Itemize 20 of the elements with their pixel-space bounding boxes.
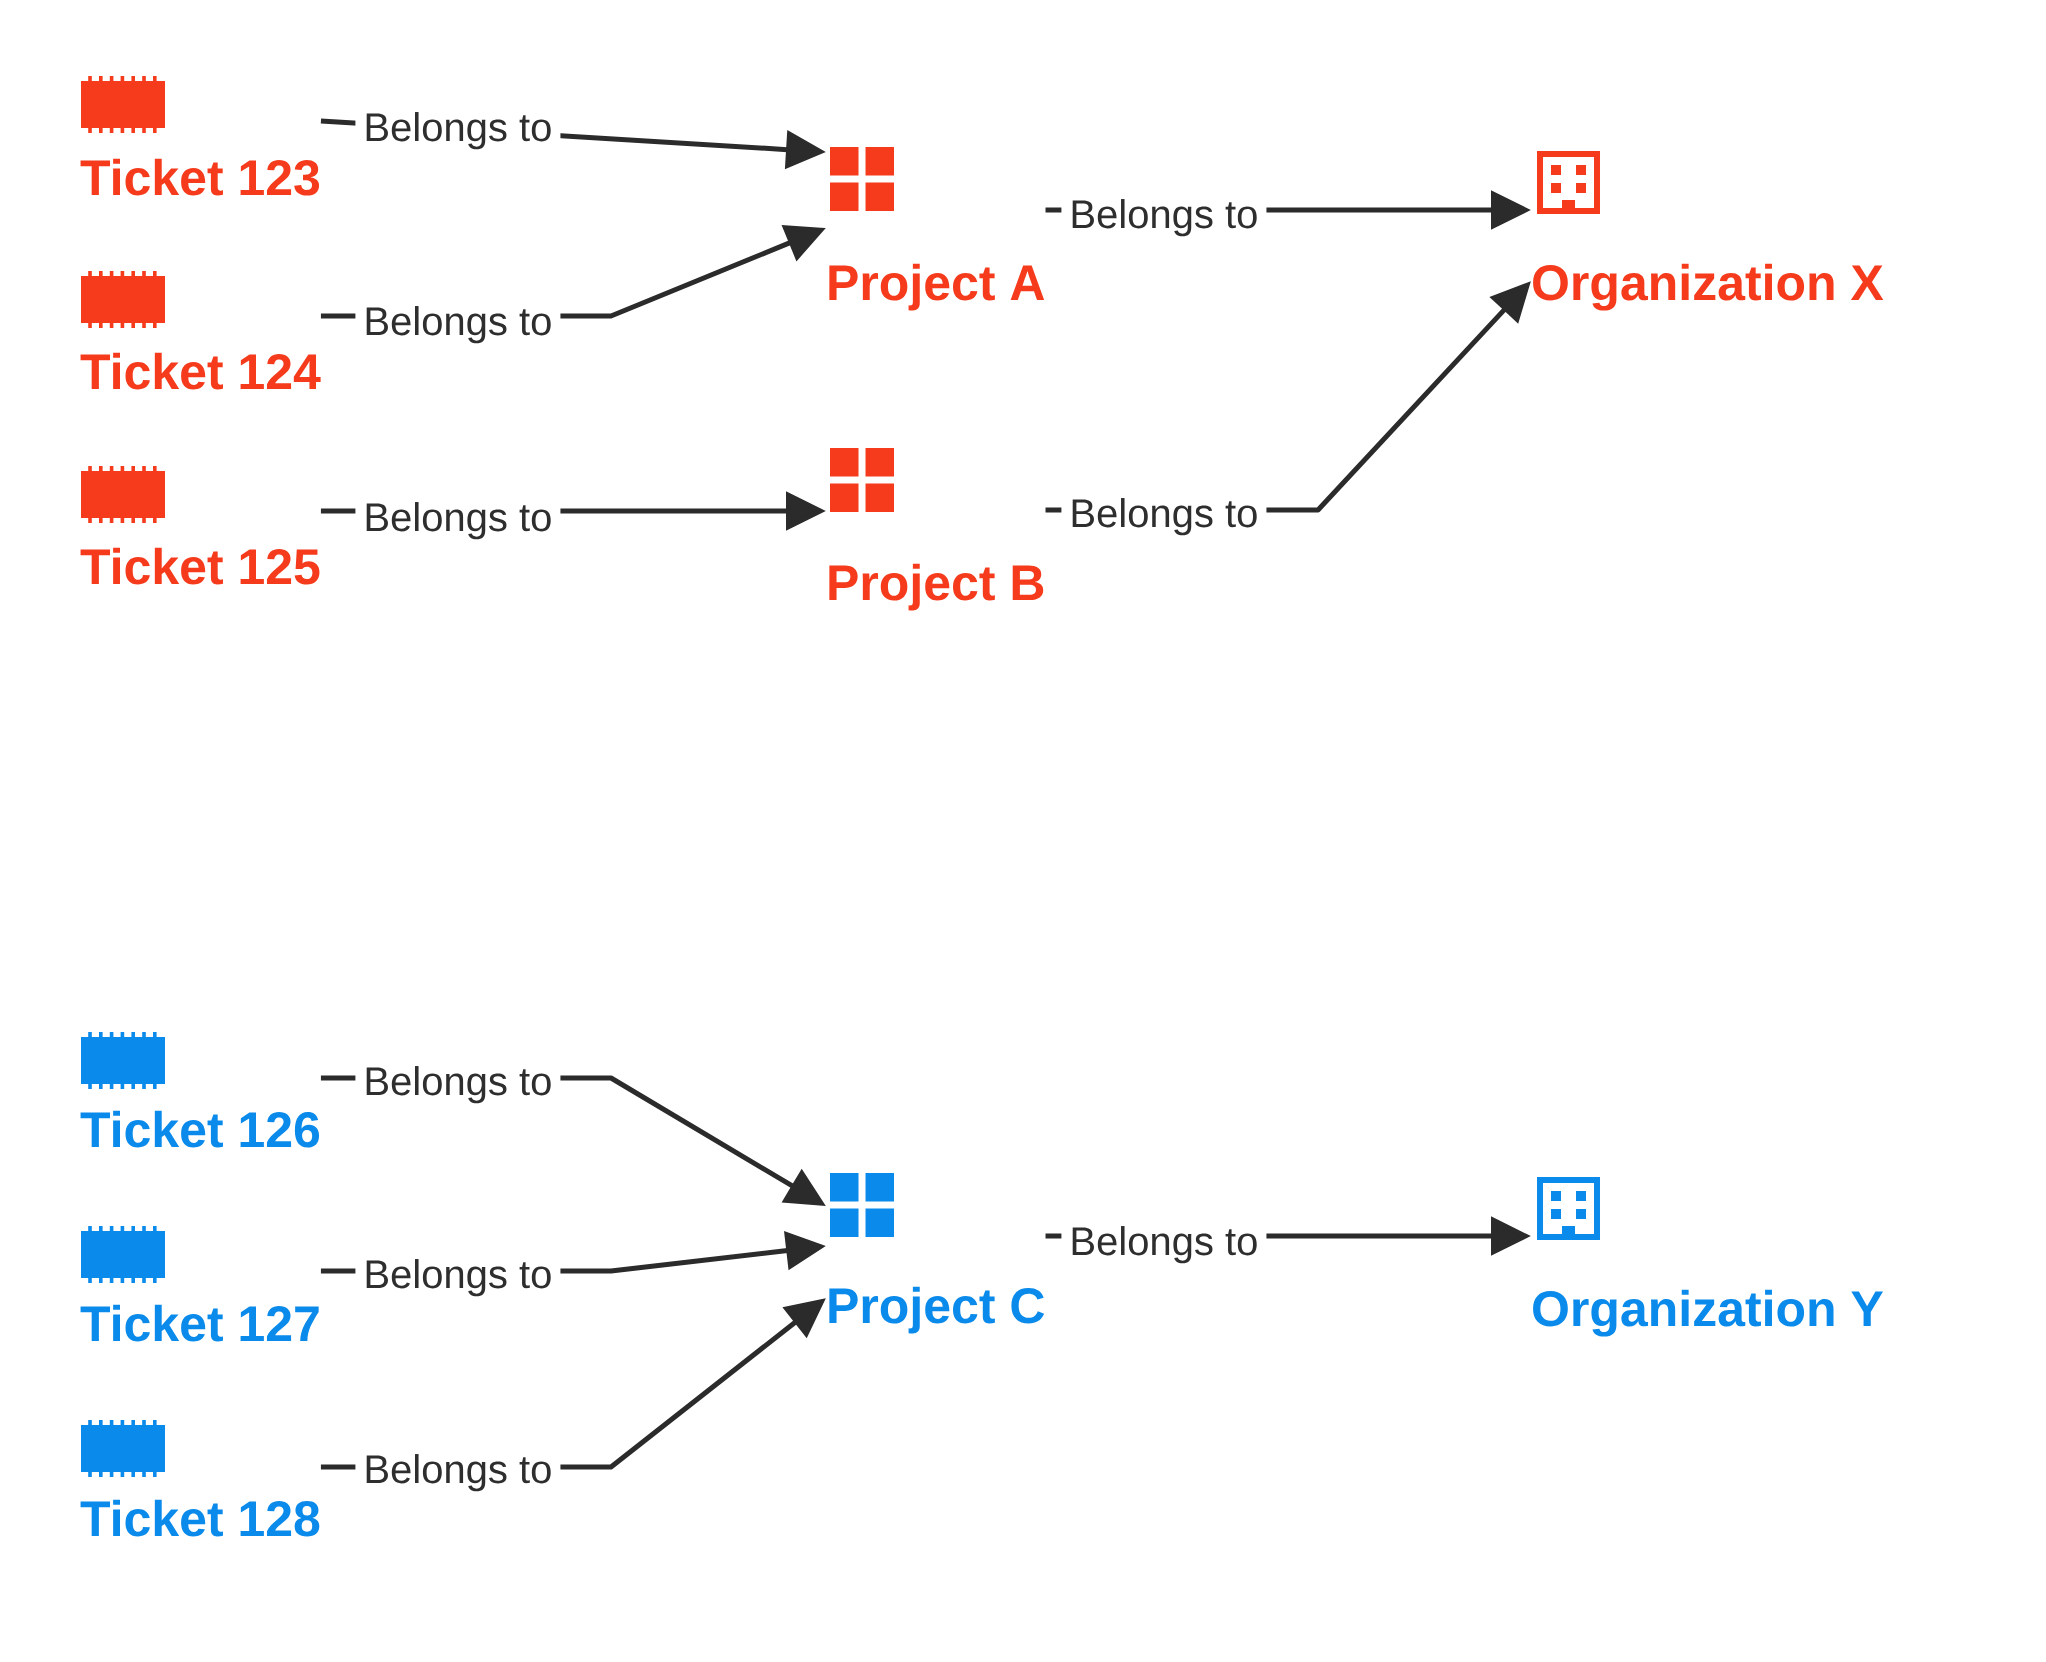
- edge-label: Belongs to: [1061, 195, 1267, 241]
- ticket-label: Ticket 124: [80, 352, 321, 390]
- edge-label: Belongs to: [1061, 494, 1267, 540]
- organization-label: Organization X: [1533, 263, 1884, 311]
- ticket-label: Ticket 128: [80, 1499, 320, 1537]
- organization-label: Organization Y: [1533, 1289, 1883, 1337]
- ticket-label: Ticket 123: [80, 158, 320, 196]
- project-label: Project C: [829, 1286, 1045, 1334]
- ticket-label: Ticket 126: [80, 1110, 320, 1148]
- edge-label: Belongs to: [355, 498, 561, 544]
- edge-label: Belongs to: [355, 302, 561, 348]
- edge-label: Belongs to: [355, 108, 561, 154]
- edge-label: Belongs to: [355, 1255, 561, 1301]
- edge-label: Belongs to: [355, 1450, 561, 1496]
- ticket-label: Ticket 127: [80, 1304, 319, 1342]
- edge-label: Belongs to: [355, 1062, 561, 1108]
- project-label: Project B: [829, 563, 1044, 611]
- ticket-label: Ticket 125: [80, 547, 320, 585]
- edge-label: Belongs to: [1061, 1222, 1267, 1268]
- project-label: Project A: [829, 263, 1045, 311]
